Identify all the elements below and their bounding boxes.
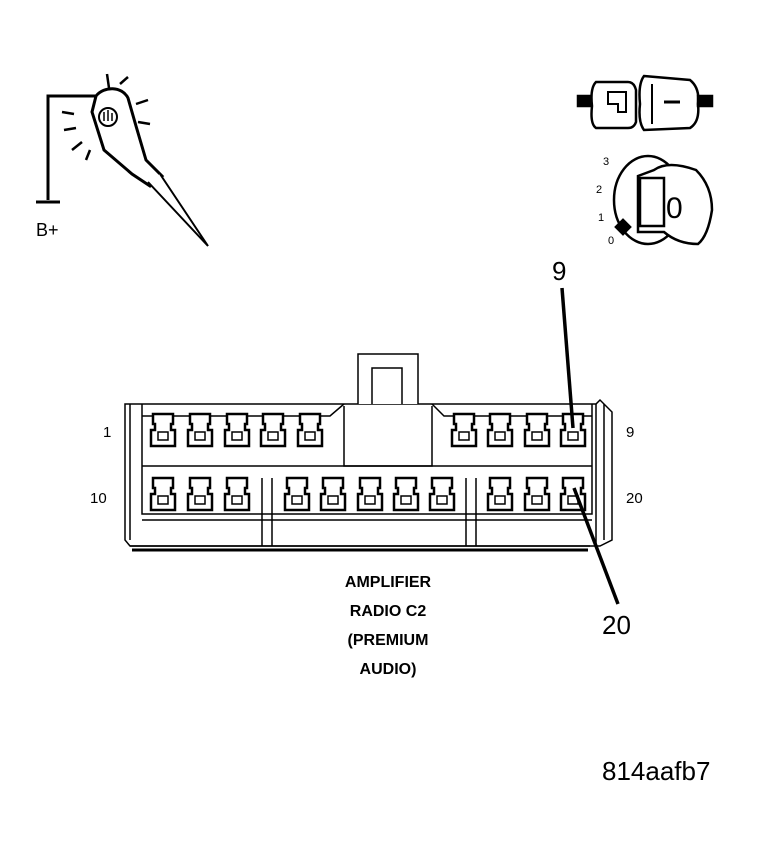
caption-line-3: (PREMIUM: [347, 632, 429, 649]
terminal-cavity-3: [223, 412, 251, 448]
test-light-probe-icon: [36, 73, 209, 247]
connector-caption: AMPLIFIER RADIO C2 (PREMIUM AUDIO): [288, 568, 488, 684]
callout-pin-9: 9: [552, 256, 567, 286]
pin-label-9: 9: [626, 424, 635, 441]
terminal-cavity-8: [523, 412, 551, 448]
caption-line-1: AMPLIFIER: [344, 574, 432, 591]
callout-pin-20: 20: [602, 610, 631, 640]
terminal-cavity-7: [486, 412, 514, 448]
ignition-position-3: 3: [603, 156, 610, 168]
caption-line-2: RADIO C2: [349, 603, 427, 620]
terminal-cavity-19: [523, 476, 551, 512]
terminal-cavity-4: [259, 412, 287, 448]
terminal-cavity-16: [392, 476, 420, 512]
pin-label-10: 10: [90, 490, 107, 507]
ignition-position-2: 2: [596, 184, 603, 196]
pin-label-20: 20: [626, 490, 643, 507]
disconnected-connector-icon: [576, 74, 714, 132]
callout-line-pin-20: [572, 487, 620, 605]
terminal-cavity-10: [149, 476, 177, 512]
terminal-cavity-14: [319, 476, 347, 512]
terminal-cavity-11: [186, 476, 214, 512]
terminal-cavity-5: [296, 412, 324, 448]
terminal-cavities: [149, 412, 587, 512]
terminal-cavity-13: [283, 476, 311, 512]
pin-label-1: 1: [103, 424, 112, 441]
ignition-position-0: 0: [608, 235, 615, 247]
callout-lines: [560, 287, 620, 605]
terminal-cavity-12: [223, 476, 251, 512]
ignition-key-label: 0: [666, 192, 683, 225]
terminal-cavity-18: [486, 476, 514, 512]
callout-line-pin-9: [560, 287, 575, 429]
terminal-cavity-17: [428, 476, 456, 512]
terminal-cavity-1: [149, 412, 177, 448]
b-plus-label: B+: [36, 220, 59, 240]
ignition-position-1: 1: [598, 212, 605, 224]
terminal-cavity-15: [356, 476, 384, 512]
connector-body: [124, 353, 613, 552]
terminal-cavity-2: [186, 412, 214, 448]
terminal-cavity-9: [559, 412, 587, 448]
caption-line-4: AUDIO): [359, 661, 417, 678]
ignition-switch-icon: [612, 154, 714, 246]
terminal-cavity-6: [450, 412, 478, 448]
figure-id: 814aafb7: [602, 756, 711, 786]
